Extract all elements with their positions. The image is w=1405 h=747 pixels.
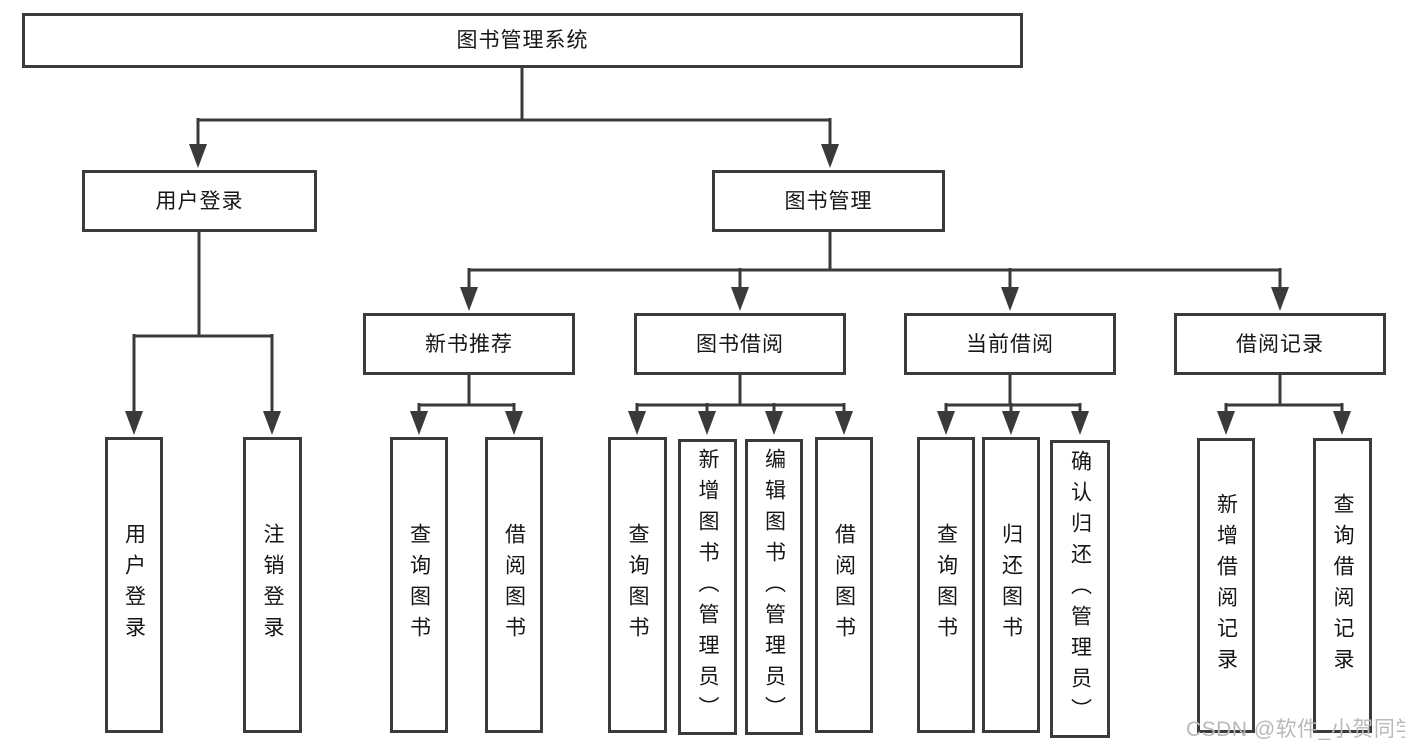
leaf-borrow-books-1: 借阅图书: [485, 437, 543, 733]
leaf-add-borrow-record: 新增借阅记录: [1197, 438, 1255, 733]
leaf-add-books-admin: 新增图书（管理员）: [678, 439, 737, 735]
node-borrow-records: 借阅记录: [1174, 313, 1386, 375]
node-root: 图书管理系统: [22, 13, 1023, 68]
leaf-return-books-label: 归还图书: [999, 523, 1023, 647]
leaf-add-borrow-record-label: 新增借阅记录: [1214, 492, 1238, 679]
leaf-query-books-2-label: 查询图书: [626, 523, 649, 647]
leaf-query-books-1-label: 查询图书: [407, 523, 431, 647]
leaf-borrow-books-2: 借阅图书: [815, 437, 873, 733]
node-current-borrowing: 当前借阅: [904, 313, 1116, 375]
node-root-label: 图书管理系统: [456, 29, 589, 52]
node-user-login-group-label: 用户登录: [155, 189, 244, 213]
arrowheads: [125, 144, 1351, 435]
node-book-borrowing: 图书借阅: [634, 313, 846, 375]
leaf-borrow-books-1-label: 借阅图书: [502, 523, 526, 647]
leaf-user-login: 用户登录: [105, 437, 163, 733]
leaf-user-login-label: 用户登录: [122, 523, 146, 647]
connector-lines: [132, 66, 1344, 416]
node-borrow-records-label: 借阅记录: [1236, 332, 1324, 356]
leaf-query-books-3: 查询图书: [917, 437, 975, 733]
leaf-query-books-3-label: 查询图书: [934, 523, 958, 647]
node-book-management-label: 图书管理: [784, 189, 873, 213]
leaf-return-books: 归还图书: [982, 437, 1040, 733]
leaf-query-books-1: 查询图书: [390, 437, 448, 733]
leaf-logout-label: 注销登录: [261, 523, 284, 647]
node-book-management: 图书管理: [712, 170, 945, 232]
leaf-edit-books-admin: 编辑图书（管理员）: [745, 439, 803, 735]
node-current-borrowing-label: 当前借阅: [966, 332, 1054, 356]
leaf-confirm-return-admin-label: 确认归还（管理员）: [1068, 449, 1092, 729]
node-new-book-recommend: 新书推荐: [363, 313, 575, 375]
leaf-edit-books-admin-label: 编辑图书（管理员）: [762, 447, 786, 727]
watermark: CSDN @软件_小贺同学: [1186, 718, 1405, 741]
leaf-add-books-admin-label: 新增图书（管理员）: [696, 447, 719, 727]
node-new-book-recommend-label: 新书推荐: [425, 332, 513, 356]
node-book-borrowing-label: 图书借阅: [696, 332, 784, 356]
leaf-query-borrow-record: 查询借阅记录: [1313, 438, 1372, 733]
leaf-confirm-return-admin: 确认归还（管理员）: [1050, 440, 1110, 738]
leaf-query-books-2: 查询图书: [608, 437, 667, 733]
node-user-login-group: 用户登录: [82, 170, 317, 232]
leaf-borrow-books-2-label: 借阅图书: [832, 523, 856, 647]
leaf-query-borrow-record-label: 查询借阅记录: [1331, 492, 1354, 679]
leaf-logout: 注销登录: [243, 437, 302, 733]
